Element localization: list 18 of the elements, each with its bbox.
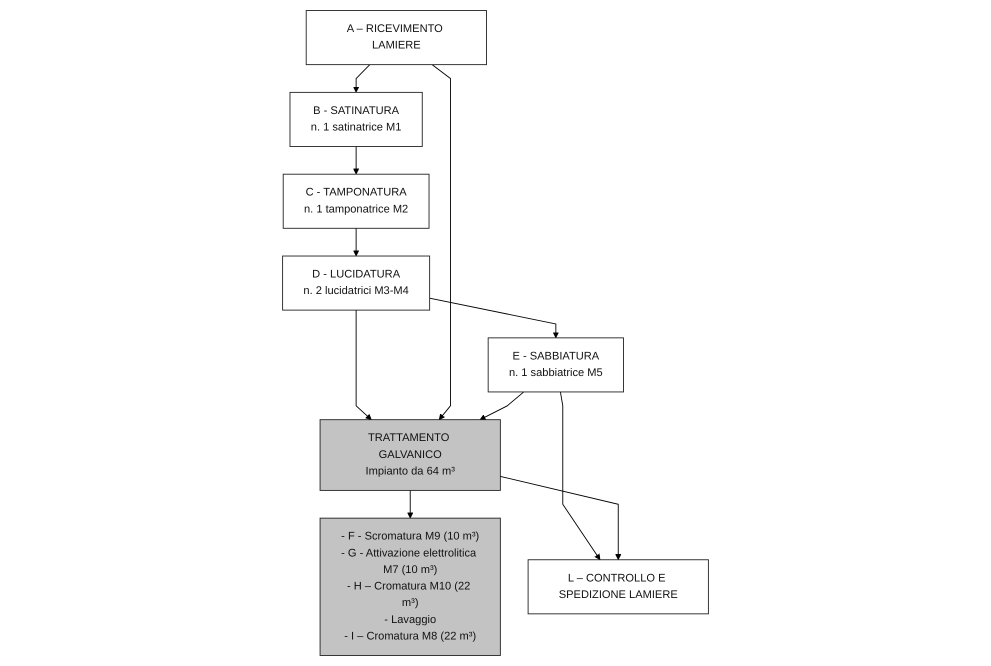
node-box: B - SATINATURA n. 1 satinatrice M1 xyxy=(290,92,423,147)
arrow xyxy=(353,64,370,93)
arrow xyxy=(407,490,414,518)
node-box: C - TAMPONATURA n. 1 tamponatrice M2 xyxy=(282,174,430,229)
arrow xyxy=(353,146,360,174)
arrow xyxy=(429,298,559,338)
arrow xyxy=(432,64,451,420)
arrow xyxy=(356,310,372,420)
node-box: E - SABBIATURA n. 1 sabbiatrice M5 xyxy=(488,337,624,392)
node-box: A – RICEVIMENTO LAMIERE xyxy=(306,10,487,66)
node-box: D - LUCIDATURA n. 2 lucidatrici M3-M4 xyxy=(282,256,430,311)
node-box: - F - Scromatura M9 (10 m³) - G - Attivazione elettrolitica M7 (10 m³) - H – Cromatura M10 (22 m³) - Lavaggio - I – Cromatura M8 (22 m³) xyxy=(320,518,501,656)
arrow xyxy=(560,392,600,560)
arrow xyxy=(353,228,360,256)
node-box: L – CONTROLLO E SPEDIZIONE LAMIERE xyxy=(528,559,709,614)
node-box: TRATTAMENTO GALVANICO Impianto da 64 m³ xyxy=(320,419,501,491)
arrow xyxy=(500,476,622,560)
arrow xyxy=(480,392,524,420)
